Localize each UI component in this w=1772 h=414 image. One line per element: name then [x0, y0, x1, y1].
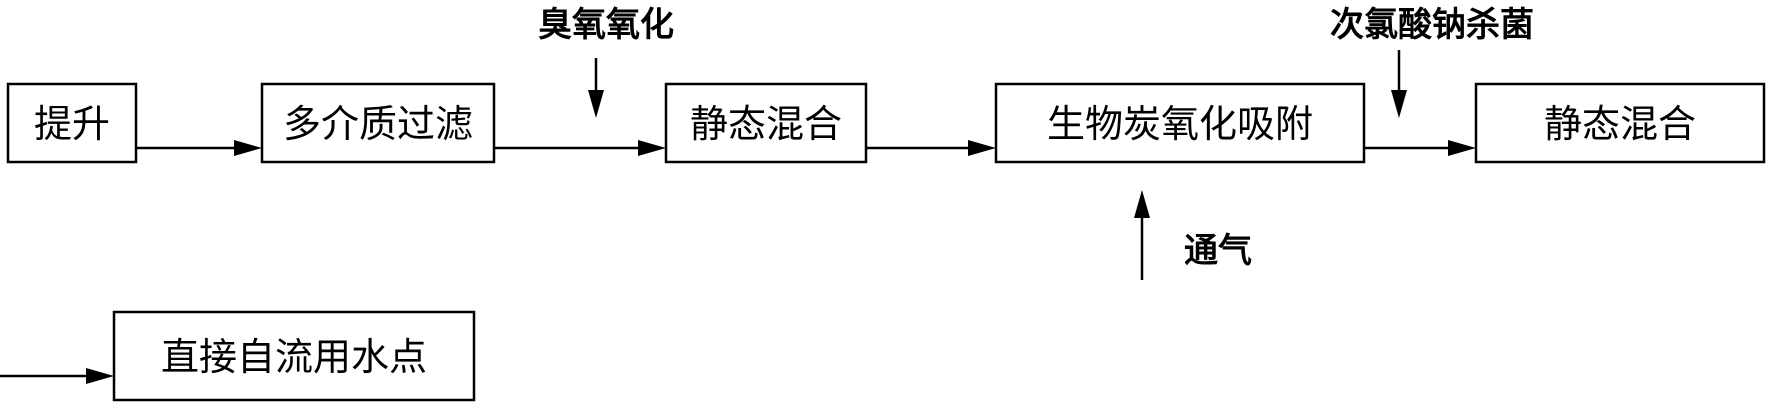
label-aeration: 通气 [1184, 231, 1252, 271]
box-multimedia-filter-label: 多介质过滤 [283, 102, 473, 146]
box-gravity-outlet-label: 直接自流用水点 [161, 335, 427, 379]
box-static-mixing-1: 静态混合 [664, 82, 868, 164]
arrow-mixing-1-to-bio-carbon [866, 140, 996, 156]
arrow-lift-to-filter [136, 140, 262, 156]
box-lift-label: 提升 [34, 102, 110, 146]
label-ozone: 臭氧氧化 [538, 5, 674, 45]
arrow-ozone-input [588, 58, 604, 118]
box-bio-carbon-label: 生物炭氧化吸附 [1047, 102, 1313, 146]
arrow-aeration-input [1134, 190, 1150, 280]
box-multimedia-filter: 多介质过滤 [260, 82, 496, 164]
label-hypochlorite: 次氯酸钠杀菌 [1330, 5, 1534, 45]
arrow-hypochlorite-input [1391, 50, 1407, 118]
box-static-mixing-2-label: 静态混合 [1544, 102, 1696, 146]
box-gravity-outlet: 直接自流用水点 [112, 310, 476, 402]
box-bio-carbon: 生物炭氧化吸附 [994, 82, 1366, 164]
arrow-into-gravity-outlet [0, 368, 114, 384]
arrow-filter-to-mixing-1 [494, 140, 666, 156]
box-static-mixing-1-label: 静态混合 [690, 102, 842, 146]
arrow-bio-carbon-to-mixing-2 [1364, 140, 1476, 156]
box-static-mixing-2: 静态混合 [1474, 82, 1766, 164]
box-lift: 提升 [6, 82, 138, 164]
